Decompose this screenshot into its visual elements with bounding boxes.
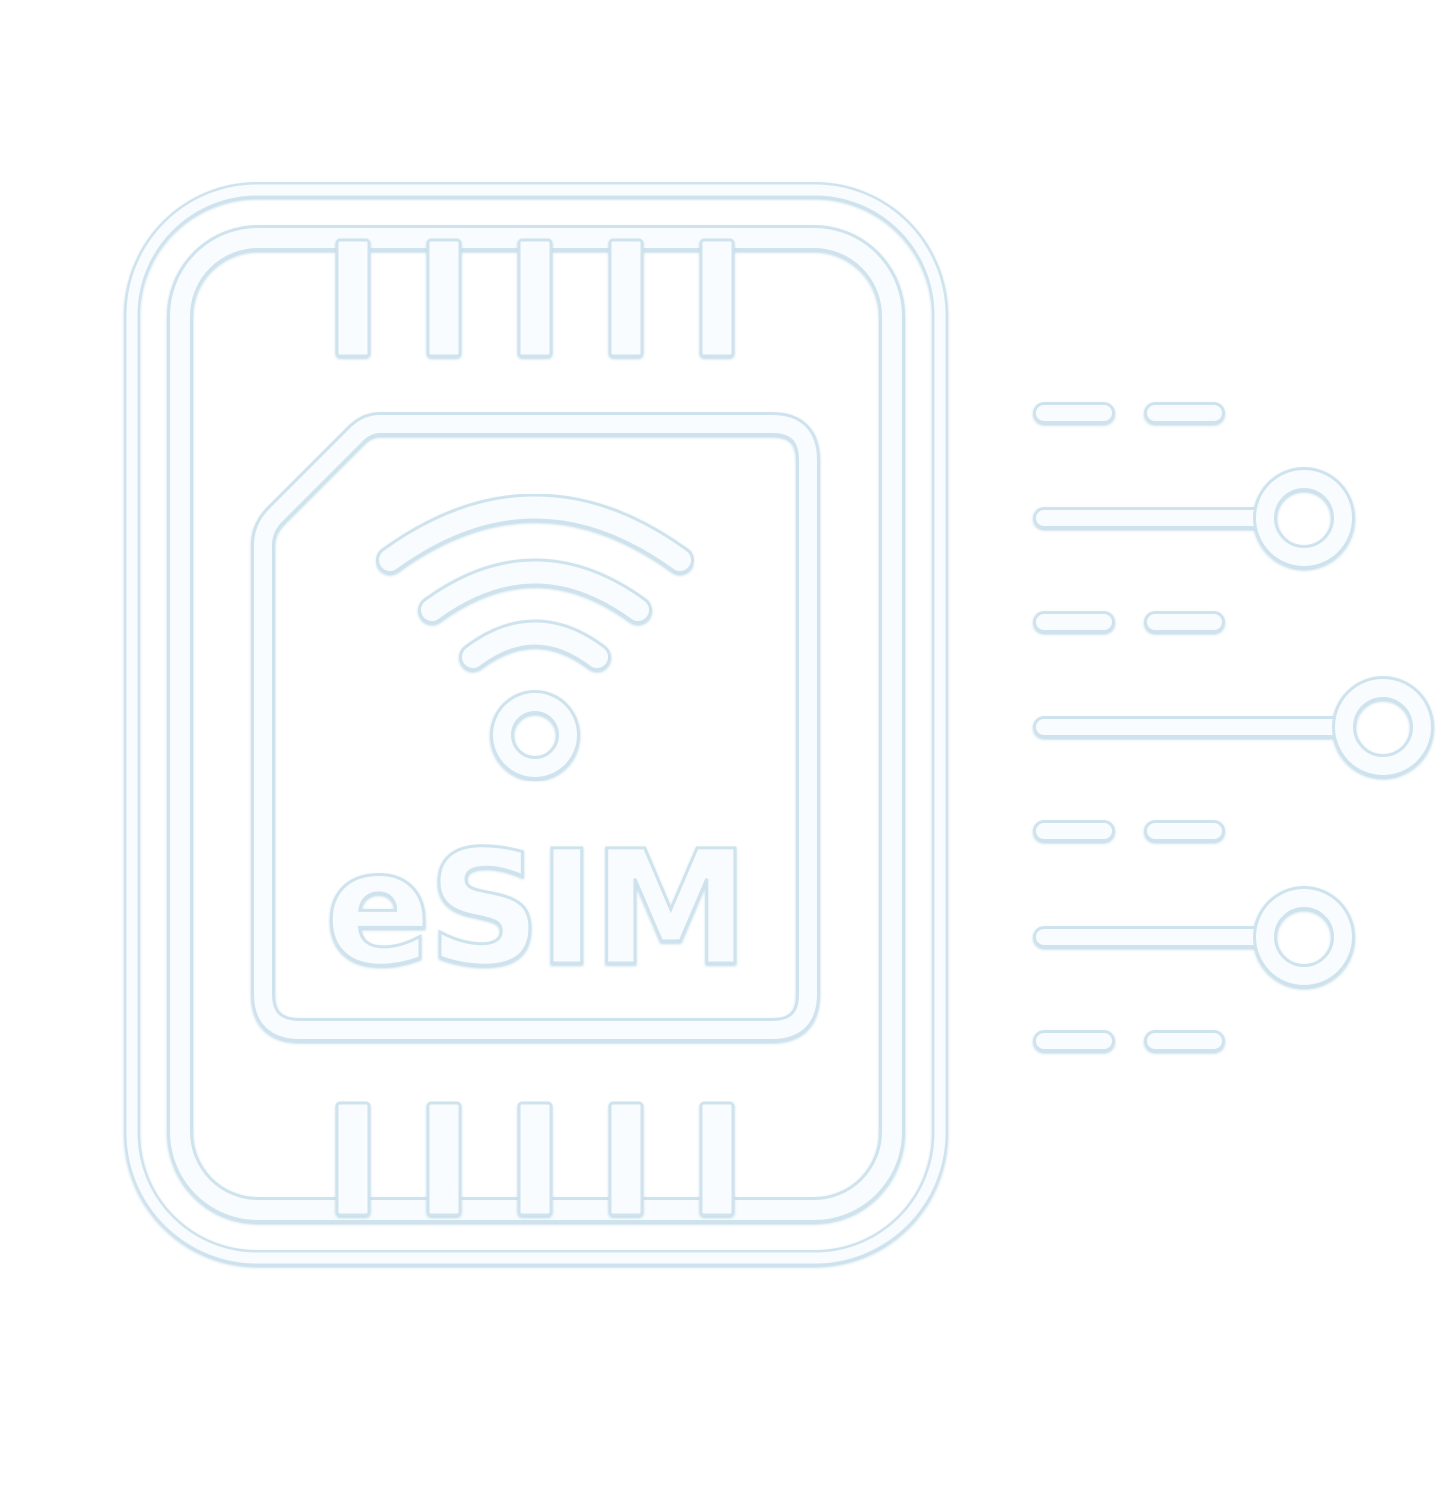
trace-with-node bbox=[1033, 467, 1355, 569]
top-pin bbox=[517, 238, 553, 358]
esim-label: eSIM bbox=[323, 816, 751, 1003]
chip-bottom-pins bbox=[335, 1101, 735, 1217]
bottom-pin bbox=[608, 1101, 644, 1217]
trace-with-node bbox=[1033, 676, 1434, 778]
esim-card-icon bbox=[251, 412, 820, 1042]
wifi-signal-icon bbox=[376, 493, 694, 780]
chip-top-pins bbox=[335, 238, 735, 358]
top-pin bbox=[426, 238, 462, 358]
bottom-pin bbox=[517, 1101, 553, 1217]
trace-with-node bbox=[1033, 886, 1355, 988]
esim-label-text: eSIM bbox=[325, 817, 746, 1001]
bottom-pin bbox=[699, 1101, 735, 1217]
top-pin bbox=[699, 238, 735, 358]
bottom-pin bbox=[335, 1101, 371, 1217]
circuit-trace-icon bbox=[1033, 402, 1434, 1052]
top-pin bbox=[608, 238, 644, 358]
bottom-pin bbox=[426, 1101, 462, 1217]
top-pin bbox=[335, 238, 371, 358]
